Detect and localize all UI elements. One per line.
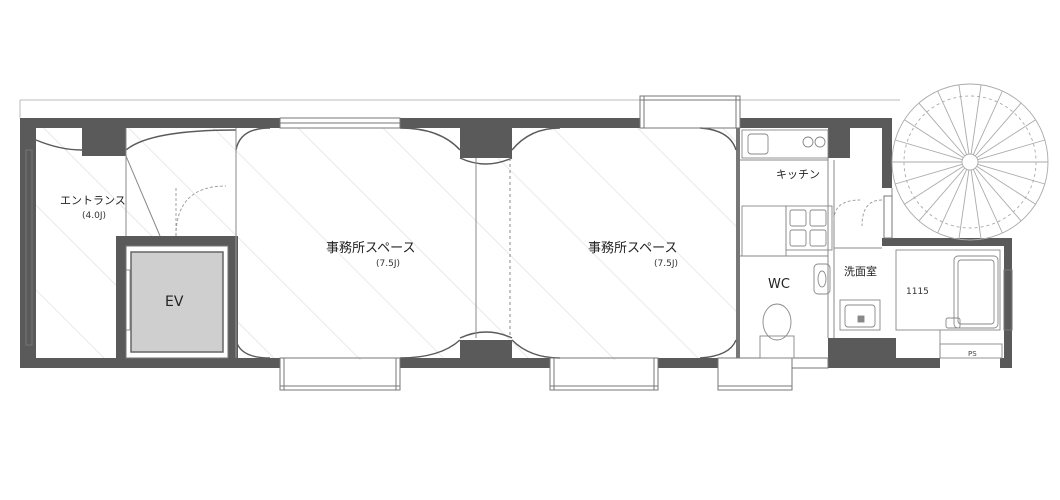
stair-tread (972, 90, 1003, 155)
bathtub-icon (895, 249, 1003, 359)
site-outline (19, 99, 900, 118)
room-labels: エントランス (4.0J) 事務所スペース (7.5J) 事務所スペース (7.… (60, 168, 977, 358)
stair-tread (895, 163, 963, 185)
room-name-elevator: EV (165, 294, 184, 310)
stair-tread (937, 169, 968, 234)
door-swing-icon (175, 185, 883, 237)
stair-tread (972, 169, 1003, 234)
stair-tread (974, 167, 1022, 222)
room-name-washroom: 洗面室 (844, 264, 877, 278)
stair-tread (958, 169, 970, 240)
stair-core (961, 153, 979, 171)
stair-tread (918, 167, 966, 222)
stair-tread (958, 84, 970, 155)
curved-walls (35, 127, 737, 359)
washroom-sink (839, 299, 881, 331)
stair-tread (895, 139, 963, 161)
windows (25, 95, 1013, 391)
room-size-office1: (7.5J) (376, 259, 400, 269)
room-name-office2: 事務所スペース (588, 241, 677, 256)
stair-tread (976, 119, 1036, 159)
room-size-entrance: (4.0J) (82, 211, 106, 221)
room-name-office1: 事務所スペース (326, 241, 415, 256)
room-name-bath: 1115 (906, 287, 929, 297)
room-name-kitchen: キッチン (776, 168, 820, 181)
stair-tread (976, 165, 1036, 205)
room-name-wc: WC (768, 277, 790, 292)
kitchen-fixtures (741, 129, 833, 257)
spiral-staircase-icon (891, 83, 1049, 241)
room-name-ps: PS (968, 350, 977, 358)
stair-tread (970, 169, 982, 240)
room-name-entrance: エントランス (60, 194, 126, 207)
stair-tread (937, 90, 968, 155)
room-size-office2: (7.5J) (654, 259, 678, 269)
stair-tread (974, 102, 1022, 157)
stair-tread (904, 119, 964, 159)
stair-tread (904, 165, 964, 205)
stove-icon (785, 205, 833, 251)
stair-tread (918, 102, 966, 157)
stair-tread (970, 84, 982, 155)
sink-icon (747, 133, 769, 155)
toilet-icon (759, 263, 831, 359)
stair-tread (977, 163, 1045, 185)
stair-tread (977, 139, 1045, 161)
elevator (125, 245, 229, 359)
